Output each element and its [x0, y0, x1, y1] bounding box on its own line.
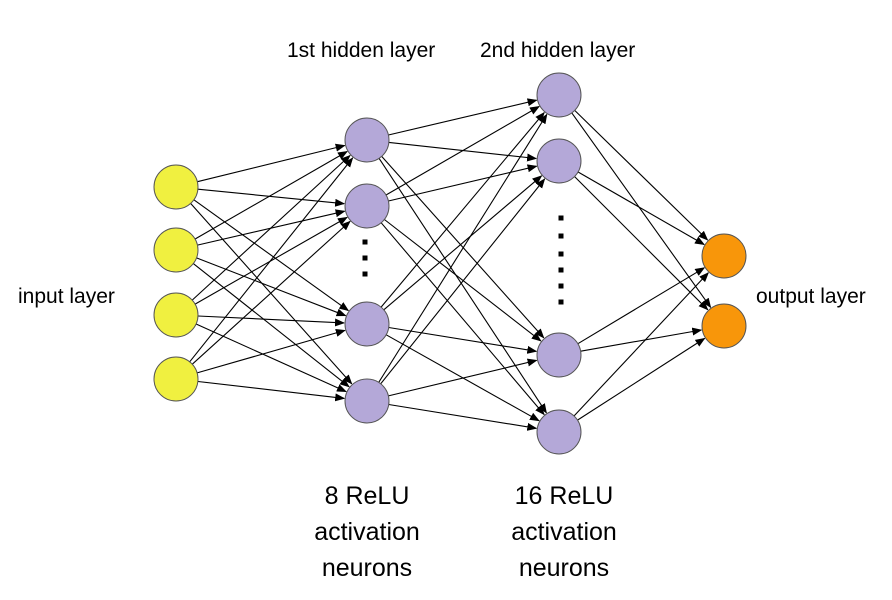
hidden2-ellipsis-dot-2 [558, 233, 564, 239]
caption-line: activation [511, 518, 617, 546]
edge-hidden1-3-to-hidden2-2 [388, 358, 538, 397]
caption-line: neurons [518, 554, 610, 582]
edge-hidden1-1-to-hidden2-2 [384, 219, 542, 342]
connections [189, 98, 712, 431]
edge-hidden1-1-to-hidden2-3 [380, 222, 545, 416]
edge-hidden1-2-to-hidden2-1 [383, 175, 543, 311]
edge-input-0-to-hidden1-2 [193, 199, 350, 312]
hidden2-neuron-2 [536, 138, 582, 184]
output-neuron-1 [701, 233, 747, 279]
output-layer-label: output layer [756, 285, 866, 308]
edge-input-3-to-hidden1-2 [196, 329, 346, 374]
hidden-layer-1-caption: 8 ReLU activation neurons [277, 478, 457, 586]
hidden2-ellipsis-dot-3 [558, 251, 564, 257]
edge-hidden1-3-to-hidden2-3 [388, 403, 538, 431]
edge-input-3-to-hidden1-0 [189, 157, 354, 363]
edge-hidden2-2-to-output-0 [577, 267, 706, 345]
hidden2-neuron-4 [536, 409, 582, 455]
edge-hidden2-0-to-output-1 [571, 112, 712, 309]
hidden-layer-2-caption: 16 ReLU activation neurons [474, 478, 654, 586]
edge-hidden2-1-to-output-0 [577, 171, 705, 245]
input-neuron-2 [153, 227, 199, 273]
edge-input-3-to-hidden1-3 [197, 380, 346, 402]
edge-input-2-to-hidden1-3 [195, 323, 347, 393]
edge-hidden2-2-to-output-1 [580, 327, 703, 352]
hidden2-ellipsis-dot-1 [558, 215, 564, 221]
edge-hidden1-3-to-hidden2-0 [378, 113, 548, 383]
edge-hidden1-0-to-hidden2-0 [388, 98, 538, 136]
input-neuron-3 [153, 292, 199, 338]
edge-hidden1-3-to-hidden2-1 [380, 178, 546, 385]
hidden1-neuron-1 [344, 117, 390, 163]
edge-input-2-to-hidden1-0 [191, 154, 351, 301]
edge-hidden1-0-to-hidden2-2 [381, 156, 545, 339]
hidden-layer-1-label: 1st hidden layer [287, 39, 436, 62]
edge-input-2-to-hidden1-2 [197, 315, 345, 327]
edge-input-1-to-hidden1-2 [196, 257, 347, 317]
edge-hidden1-1-to-hidden2-1 [388, 164, 538, 202]
input-neuron-1 [153, 164, 199, 210]
hidden1-neuron-2 [344, 183, 390, 229]
edge-input-0-to-hidden1-3 [190, 203, 353, 385]
edge-hidden2-1-to-output-1 [574, 176, 709, 311]
edge-hidden1-1-to-hidden2-0 [385, 105, 540, 196]
hidden1-neuron-4 [344, 378, 390, 424]
caption-line: neurons [321, 554, 413, 582]
input-neuron-4 [153, 356, 199, 402]
edge-input-1-to-hidden1-0 [194, 151, 348, 240]
caption-line: activation [314, 518, 420, 546]
edge-input-1-to-hidden1-3 [192, 263, 350, 388]
output-neuron-2 [701, 303, 747, 349]
edge-hidden2-3-to-output-1 [577, 337, 706, 421]
edge-hidden2-0-to-output-0 [574, 110, 709, 241]
edge-hidden1-2-to-hidden2-0 [380, 111, 545, 308]
hidden2-neuron-1 [536, 72, 582, 118]
hidden1-neuron-3 [344, 301, 390, 347]
hidden2-neuron-3 [536, 332, 582, 378]
neurons [153, 72, 747, 455]
edge-hidden1-2-to-hidden2-2 [388, 326, 538, 354]
edge-input-0-to-hidden1-0 [197, 143, 346, 183]
edge-input-0-to-hidden1-1 [197, 188, 346, 207]
hidden2-ellipsis-dot-6 [558, 299, 564, 305]
hidden1-ellipsis-dot-1 [362, 239, 368, 245]
ellipsis-dots [362, 215, 564, 305]
caption-line: 16 ReLU [514, 482, 614, 510]
hidden-layer-2-label: 2nd hidden layer [480, 39, 636, 62]
caption-line: 8 ReLU [324, 482, 410, 510]
input-layer-label: input layer [18, 285, 115, 308]
edge-hidden2-3-to-output-0 [573, 272, 709, 417]
hidden1-ellipsis-dot-3 [362, 271, 368, 277]
hidden2-ellipsis-dot-4 [558, 267, 564, 273]
edge-input-3-to-hidden1-1 [191, 220, 351, 365]
hidden2-ellipsis-dot-5 [558, 283, 564, 289]
hidden1-ellipsis-dot-2 [362, 255, 368, 261]
edge-hidden1-0-to-hidden2-3 [378, 158, 547, 414]
